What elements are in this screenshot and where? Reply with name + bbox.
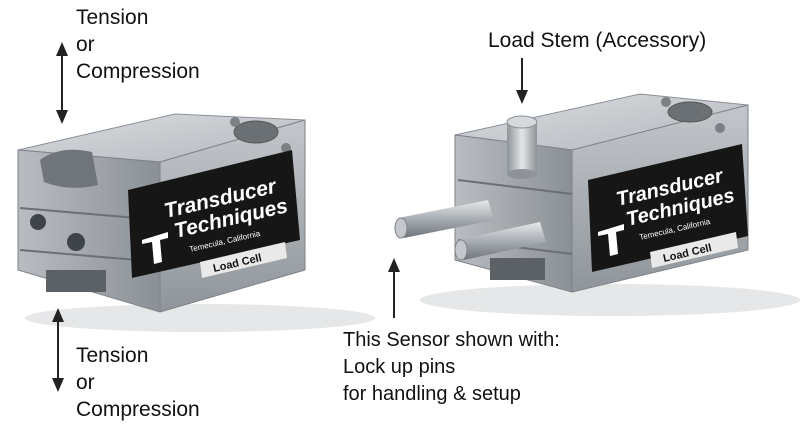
label-line: Tension bbox=[76, 6, 149, 29]
label-line: Compression bbox=[76, 398, 200, 421]
label-line: or bbox=[76, 371, 95, 394]
lock-up-pins bbox=[394, 200, 546, 261]
pin-arrow-icon bbox=[388, 258, 400, 318]
left-load-cell: Transducer Techniques Temecula, Californ… bbox=[17, 113, 375, 332]
load-stem bbox=[506, 115, 538, 179]
label-line: Lock up pins bbox=[343, 356, 456, 378]
right-load-cell: Transducer Techniques Temecula, Californ… bbox=[394, 93, 800, 316]
load-stem-arrow-icon bbox=[516, 58, 528, 104]
label-line: Tension bbox=[76, 344, 149, 367]
right-nameplate: Transducer Techniques Temecula, Californ… bbox=[588, 144, 748, 272]
sensor-note-label: This Sensor shown with: Lock up pins for… bbox=[343, 327, 560, 408]
tension-arrow-top-icon bbox=[56, 42, 68, 124]
tension-compression-label-bottom: Tension or Compression bbox=[76, 342, 200, 423]
label-line: Compression bbox=[76, 60, 200, 83]
label-line: for handling & setup bbox=[343, 383, 521, 405]
left-plate-logo-icon bbox=[142, 232, 168, 264]
label-line: This Sensor shown with: bbox=[343, 329, 560, 351]
label-line: or bbox=[76, 33, 95, 56]
tension-compression-label-top: Tension or Compression bbox=[76, 4, 200, 85]
load-stem-label: Load Stem (Accessory) bbox=[488, 29, 707, 52]
left-nameplate: Transducer Techniques Temecula, Californ… bbox=[128, 150, 300, 278]
tension-arrow-bottom-icon bbox=[52, 308, 64, 392]
right-plate-logo-icon bbox=[598, 224, 624, 256]
